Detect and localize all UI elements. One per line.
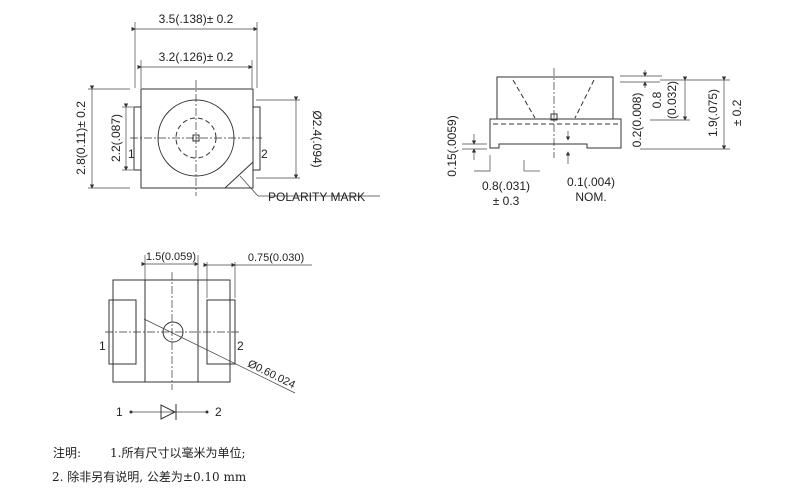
pad-left [133,106,142,171]
polarity-mark [223,160,254,189]
diode-triangle [160,404,177,420]
dim-height-pad: 2.2(.087) [109,114,123,162]
dim-pad-width: 0.75(0.030) [248,252,304,264]
side-view: 0.15(.0059) 0.8(.031) ± 0.3 0.1(.004) NO… [445,68,744,208]
bottom-view: 1.5(0.059) 0.75(0.030) Ø0.60.024 1 2 [99,251,312,394]
pad-right [252,106,261,171]
dim-pad-spacing: 1.5(0.059) [146,251,196,263]
diode-symbol: 1 2 [116,404,222,420]
note-line1: 1.所有尺寸以毫米为单位; [110,446,246,460]
dim-lens-diameter: Ø2.4(.094) [310,110,324,167]
note-line2: 2. 除非另有说明, 公差为±0.10 mm [52,470,247,484]
dim-width-outer: 3.5(.138)± 0.2 [159,12,234,26]
dim-gap: 0.1(.004) [567,175,615,189]
base [489,118,622,149]
dim-pad-tol: ± 0.3 [493,194,520,208]
dim-base-offset: 0.2(0.008) [630,93,644,148]
dim-hole-diameter: Ø0.60.024 [246,358,297,391]
bottom-pin1-label: 1 [99,339,106,353]
dim-total-height: 1.9(.075) [706,89,720,137]
dim-width-inner: 3.2(.126)± 0.2 [159,50,234,64]
dim-lens-height: 0.8 [650,91,664,108]
dim-standoff: 0.15(.0059) [445,115,459,176]
footprint-outline [112,279,231,383]
polarity-label: POLARITY MARK [268,190,365,204]
bottom-pin2-label: 2 [237,339,244,353]
symbol-pin2: 2 [215,405,222,419]
dim-pad-length: 0.8(.031) [482,179,530,193]
dim-total-tol: ± 0.2 [730,99,744,126]
top-view: 3.5(.138)± 0.2 3.2(.126)± 0.2 2.8(0.11)±… [74,12,380,204]
pin1-label: 1 [128,147,135,161]
dim-gap-note: NOM. [575,190,606,204]
dim-lens-height-in: (0.032) [665,81,679,119]
symbol-pin1: 1 [116,405,123,419]
dim-height-outer: 2.8(0.11)± 0.2 [74,101,88,175]
note-label: 注明: [53,446,82,460]
pin2-label: 2 [261,147,268,161]
